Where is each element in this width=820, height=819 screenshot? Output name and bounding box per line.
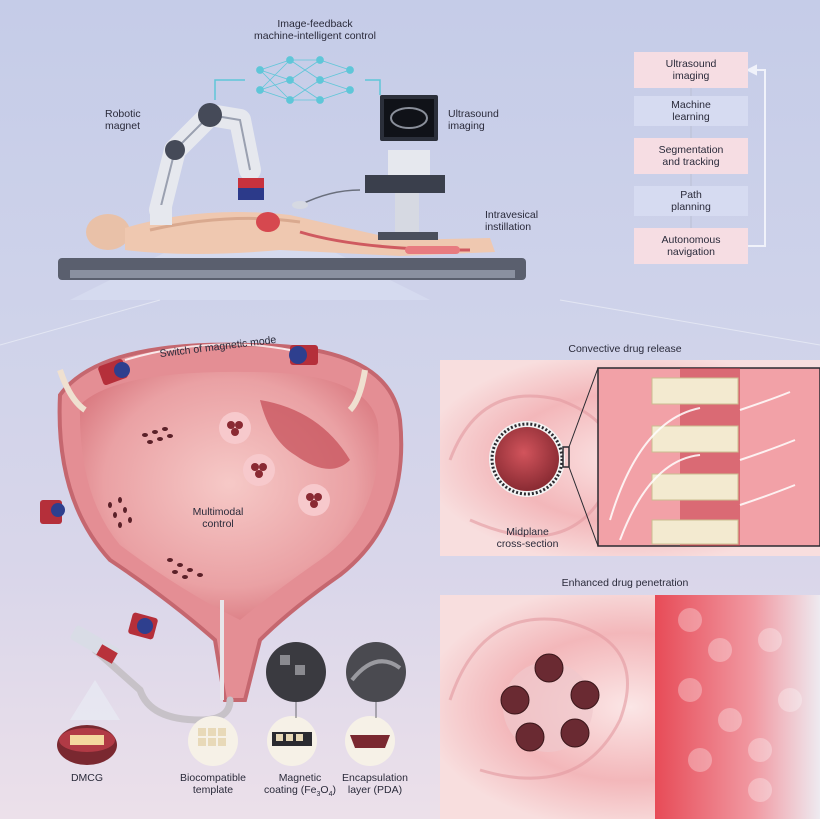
ultrasound-machine	[292, 95, 445, 240]
ultrasound-imaging-label: Ultrasound imaging	[448, 108, 518, 132]
bladder-illustration	[40, 344, 401, 720]
intravesical-instillation-label: Intravesical instillation	[485, 209, 565, 233]
penetration-panel	[440, 595, 820, 819]
penetration-title: Enhanced drug penetration	[500, 577, 750, 589]
flow-step-ultrasound-imaging: Ultrasound imaging	[634, 52, 748, 88]
multimodal-control-label: Multimodal control	[178, 506, 258, 530]
dmcg-label: DMCG	[62, 772, 112, 784]
flow-step-autonomous-navigation: Autonomous navigation	[634, 228, 748, 264]
convective-release-title: Convective drug release	[500, 343, 750, 355]
flow-loop-arrow	[748, 66, 765, 246]
flow-step-machine-learning: Machine learning	[634, 96, 748, 126]
neural-network-icon	[215, 57, 380, 104]
robotic-magnet-label: Robotic magnet	[105, 108, 165, 132]
patient-head	[86, 214, 130, 250]
midplane-label: Midplane cross-section	[480, 526, 575, 550]
robot-arm	[160, 115, 250, 210]
template-label: Biocompatible template	[170, 772, 256, 796]
control-title: Image-feedback machine-intelligent contr…	[225, 18, 405, 42]
surgical-scene	[58, 57, 526, 301]
flow-step-segmentation: Segmentation and tracking	[634, 138, 748, 174]
flow-step-path-planning: Path planning	[634, 186, 748, 216]
encapsulation-label: Encapsulation layer (PDA)	[330, 772, 420, 796]
dmcg-cross-section	[57, 680, 120, 765]
bladder-target	[256, 212, 280, 232]
